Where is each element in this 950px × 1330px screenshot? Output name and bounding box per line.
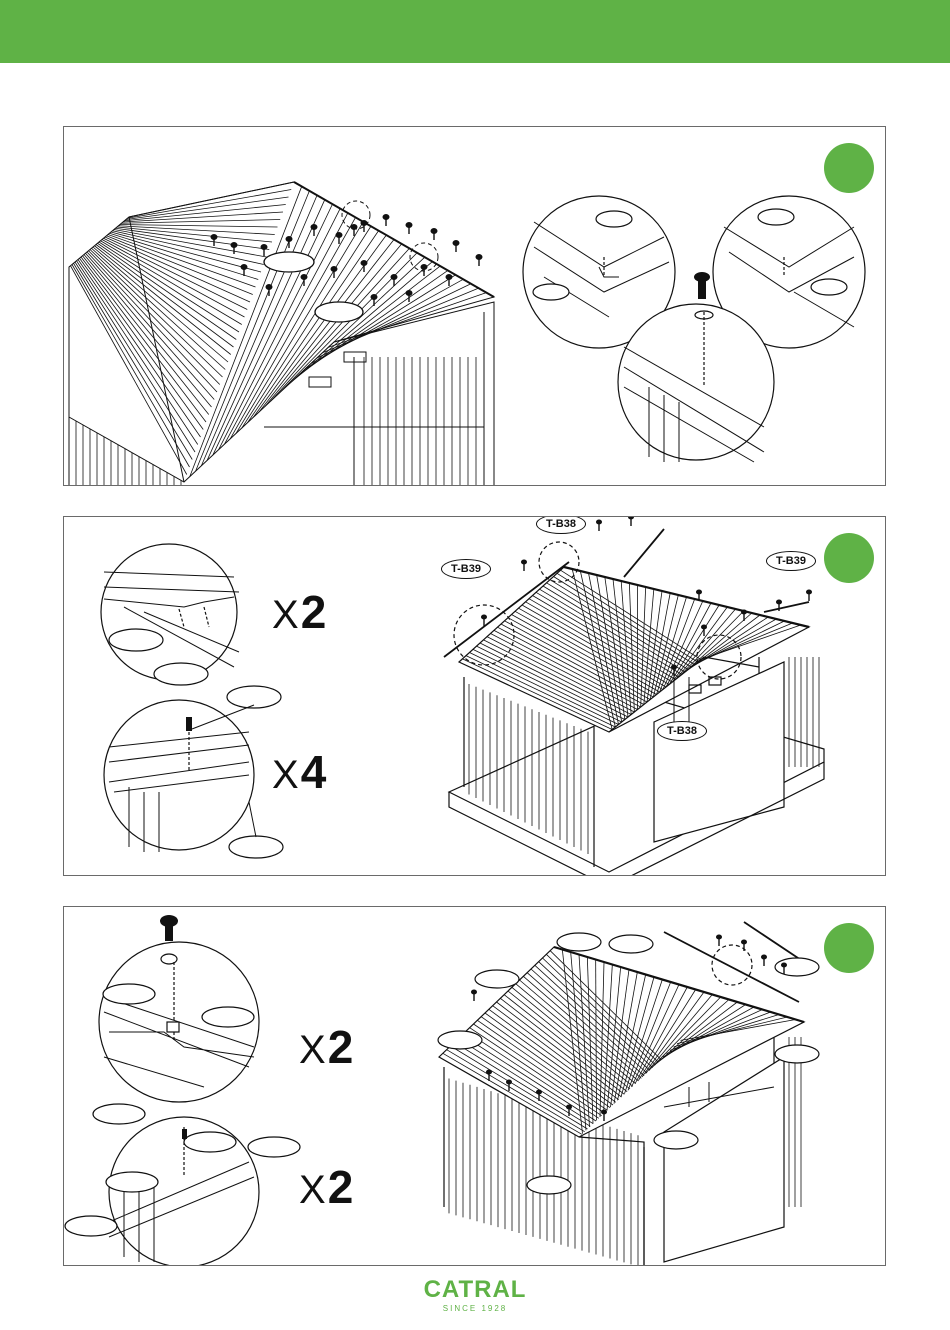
brand-tagline: SINCE 1928 <box>0 1304 950 1313</box>
part-label: T-B38 <box>657 721 707 741</box>
quantity-multiplier: X4 <box>272 745 328 799</box>
step-badge <box>824 923 874 973</box>
brand-logo: CATRAL SINCE 1928 <box>0 1276 950 1313</box>
step-panel-2: X2 X4 T-B38 T-B39 T-B39 T-B38 <box>63 516 886 876</box>
quantity-value: 2 <box>328 1021 356 1073</box>
multiply-sign: X <box>299 1028 328 1072</box>
step-panel-3: X2 X2 <box>63 906 886 1266</box>
quantity-multiplier: X2 <box>299 1160 355 1214</box>
multiply-sign: X <box>299 1168 328 1212</box>
quantity-value: 2 <box>301 586 329 638</box>
multiply-sign: X <box>272 753 301 797</box>
step-badge <box>824 143 874 193</box>
header-band <box>0 0 950 63</box>
quantity-value: 4 <box>301 746 329 798</box>
multiply-sign: X <box>272 593 301 637</box>
part-label: T-B39 <box>441 559 491 579</box>
quantity-multiplier: X2 <box>299 1020 355 1074</box>
step-panel-1 <box>63 126 886 486</box>
quantity-multiplier: X2 <box>272 585 328 639</box>
roof-edge-illustration <box>64 907 886 1266</box>
brand-name: CATRAL <box>0 1276 950 1304</box>
part-label: T-B39 <box>766 551 816 571</box>
roof-ridge-illustration <box>64 127 886 486</box>
step-badge <box>824 533 874 583</box>
quantity-value: 2 <box>328 1161 356 1213</box>
